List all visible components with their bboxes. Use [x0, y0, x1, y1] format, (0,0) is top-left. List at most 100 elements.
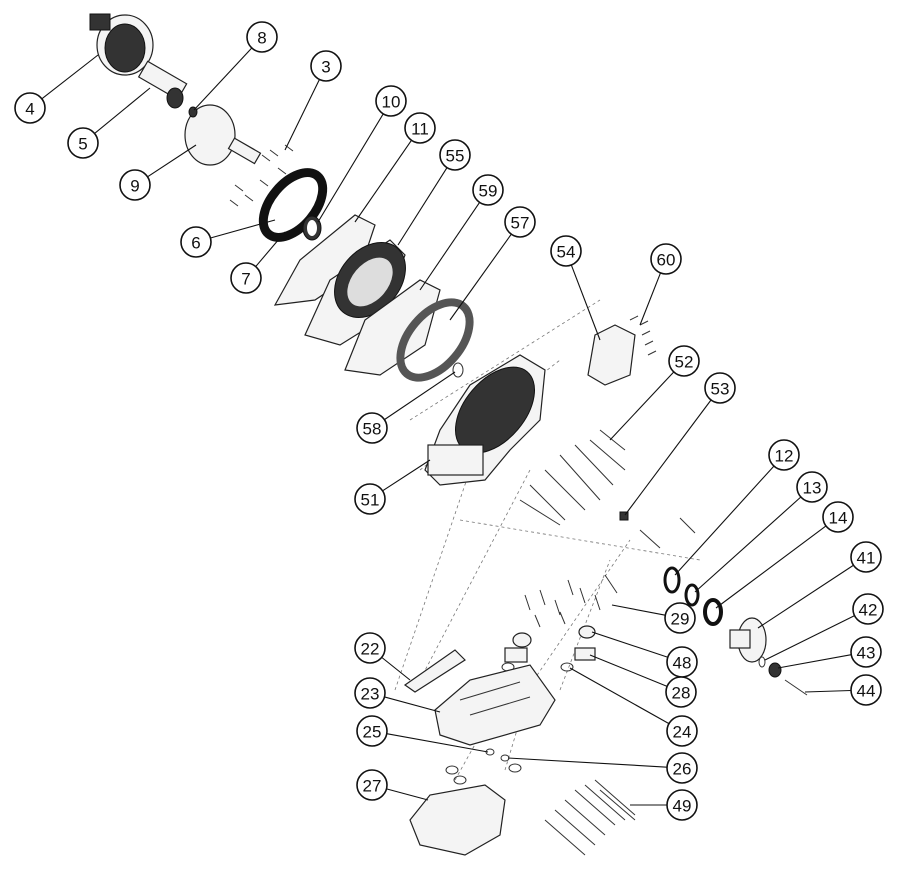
leader-line-48	[591, 631, 668, 658]
callout-23: 23	[354, 677, 386, 709]
part-23-valve-body	[434, 664, 556, 746]
callout-circle	[822, 501, 854, 533]
callout-circle	[666, 715, 698, 747]
callout-number: 41	[857, 549, 876, 568]
callout-circle	[768, 439, 800, 471]
callout-circle	[852, 593, 884, 625]
callout-circle	[850, 541, 882, 573]
part-49-bolts	[544, 779, 636, 856]
callout-number: 25	[363, 723, 382, 742]
callout-number: 28	[672, 684, 691, 703]
leader-line-42	[764, 615, 855, 661]
leader-line-52	[609, 371, 675, 441]
callout-circle	[666, 752, 698, 784]
part-22-gasket	[403, 649, 466, 693]
callout-49: 49	[666, 789, 698, 821]
callout-number: 3	[321, 58, 330, 77]
part-52-long-bolts	[519, 429, 626, 526]
callout-57: 57	[504, 206, 536, 238]
leader-line-41	[757, 564, 854, 629]
callout-51: 51	[354, 483, 386, 515]
part-54-valve-block	[587, 315, 657, 386]
callout-9: 9	[119, 169, 151, 201]
callout-24: 24	[666, 715, 698, 747]
part-13-ring	[684, 583, 700, 607]
leader-line-24	[569, 667, 670, 725]
leader-line-57	[449, 233, 512, 321]
callout-55: 55	[439, 139, 471, 171]
callout-number: 13	[803, 479, 822, 498]
callout-number: 26	[673, 760, 692, 779]
callout-circle	[850, 636, 882, 668]
callout-44: 44	[850, 674, 882, 706]
part-28-fitting	[504, 647, 596, 663]
callout-circle	[550, 235, 582, 267]
leader-line-8	[193, 47, 253, 111]
part-57-bearing	[396, 298, 474, 382]
leader-line-12	[674, 465, 775, 576]
leader-line-7	[255, 231, 286, 267]
callout-42: 42	[852, 593, 884, 625]
callout-11: 11	[404, 112, 436, 144]
assembly-centerlines	[394, 299, 701, 781]
callout-number: 44	[857, 682, 876, 701]
callout-circle	[504, 206, 536, 238]
part-10-seal	[302, 215, 322, 241]
callout-circle	[665, 676, 697, 708]
callout-number: 9	[130, 177, 139, 196]
leader-line-5	[94, 87, 151, 134]
callout-4: 4	[14, 92, 46, 124]
callout-circle	[180, 226, 212, 258]
callout-number: 12	[775, 447, 794, 466]
callout-circle	[310, 50, 342, 82]
part-11-gasket	[273, 214, 376, 306]
callout-circle	[704, 372, 736, 404]
leader-line-25	[386, 733, 489, 753]
leader-line-22	[381, 656, 411, 681]
leader-line-10	[317, 113, 384, 223]
callout-5: 5	[67, 127, 99, 159]
callout-7: 7	[230, 262, 262, 294]
callout-number: 43	[857, 644, 876, 663]
callout-circle	[14, 92, 46, 124]
callout-number: 27	[363, 777, 382, 796]
callout-number: 55	[446, 147, 465, 166]
leader-line-27	[386, 788, 429, 801]
leader-line-26	[507, 757, 668, 768]
leader-lines	[41, 47, 855, 806]
callout-22: 22	[354, 632, 386, 664]
leader-line-60	[639, 272, 662, 326]
leader-line-43	[777, 654, 852, 669]
leader-line-54	[570, 264, 601, 341]
part-12-seal	[663, 566, 681, 594]
part-59-gasket	[344, 279, 441, 376]
callout-number: 7	[241, 270, 250, 289]
part-43-nut	[768, 662, 782, 678]
callout-59: 59	[472, 174, 504, 206]
callout-number: 48	[673, 654, 692, 673]
leader-line-53	[624, 399, 712, 516]
leader-line-51	[382, 459, 431, 492]
callout-12: 12	[768, 439, 800, 471]
callout-circle	[650, 243, 682, 275]
callout-number: 24	[673, 723, 692, 742]
part-58-oring	[452, 362, 464, 378]
callout-10: 10	[375, 85, 407, 117]
leader-line-14	[715, 525, 827, 609]
callout-28: 28	[665, 676, 697, 708]
callout-number: 58	[363, 420, 382, 439]
part-27-oil-pan	[409, 784, 506, 856]
part-48-cap	[512, 625, 596, 648]
callout-number: 23	[361, 685, 380, 704]
callout-number: 53	[711, 380, 730, 399]
part-9-hub	[184, 104, 262, 166]
part-3-bolts	[229, 144, 294, 207]
callout-number: 60	[657, 251, 676, 270]
callout-number: 51	[361, 491, 380, 510]
callout-circle	[230, 262, 262, 294]
callout-circle	[375, 85, 407, 117]
callout-29: 29	[664, 602, 696, 634]
part-44-bolt	[784, 679, 808, 696]
callout-41: 41	[850, 541, 882, 573]
